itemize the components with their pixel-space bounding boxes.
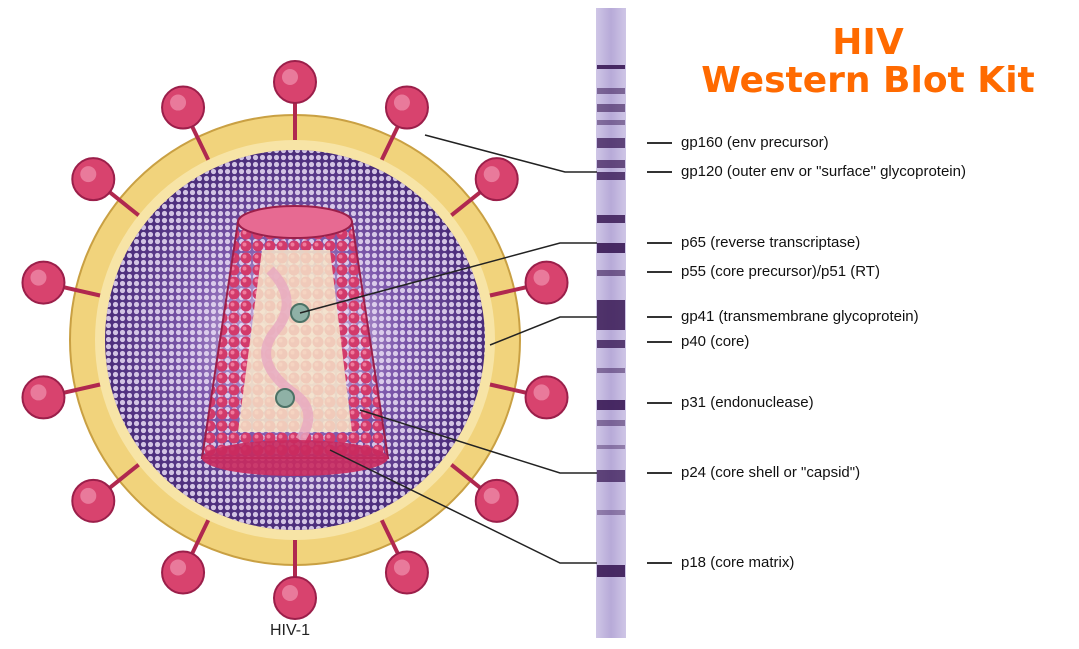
gp120-spike (72, 158, 138, 215)
virus-particle (22, 61, 567, 619)
strip-band (597, 510, 625, 515)
strip-band (597, 270, 625, 276)
strip-band (597, 368, 625, 373)
western-blot-strip (596, 8, 626, 638)
strip-band (597, 120, 625, 125)
strip-band (597, 420, 625, 426)
strip-band (597, 104, 625, 112)
strip-band (597, 215, 625, 223)
band-label-p31: p31 (endonuclease) (681, 394, 814, 411)
band-label-p55: p55 (core precursor)/p51 (RT) (681, 263, 880, 280)
strip-band (597, 565, 625, 577)
strip-band (597, 445, 625, 449)
virus-caption: HIV-1 (270, 622, 310, 640)
gp120-spike (72, 465, 138, 522)
strip-band (597, 400, 625, 410)
strip-band (597, 300, 625, 330)
strip-band (597, 160, 625, 168)
band-label-gp41: gp41 (transmembrane glycoprotein) (681, 308, 919, 325)
strip-band (597, 172, 625, 180)
band-label-p65: p65 (reverse transcriptase) (681, 234, 860, 251)
kit-title: HIV Western Blot Kit (668, 24, 1068, 100)
band-label-p18: p18 (core matrix) (681, 554, 794, 571)
band-label-gp160: gp160 (env precursor) (681, 134, 829, 151)
strip-band (597, 470, 625, 482)
title-line-2: Western Blot Kit (668, 62, 1068, 100)
strip-band (597, 88, 625, 94)
strip-band (597, 65, 625, 69)
strip-band (597, 138, 625, 148)
gp120-spike (451, 465, 517, 522)
gp120-spike (451, 158, 517, 215)
band-label-p40: p40 (core) (681, 333, 749, 350)
strip-band (597, 243, 625, 253)
band-label-p24: p24 (core shell or "capsid") (681, 464, 860, 481)
title-line-1: HIV (668, 24, 1068, 62)
strip-band (597, 340, 625, 348)
integrase-dot (276, 389, 294, 407)
band-label-gp120: gp120 (outer env or "surface" glycoprote… (681, 163, 966, 180)
